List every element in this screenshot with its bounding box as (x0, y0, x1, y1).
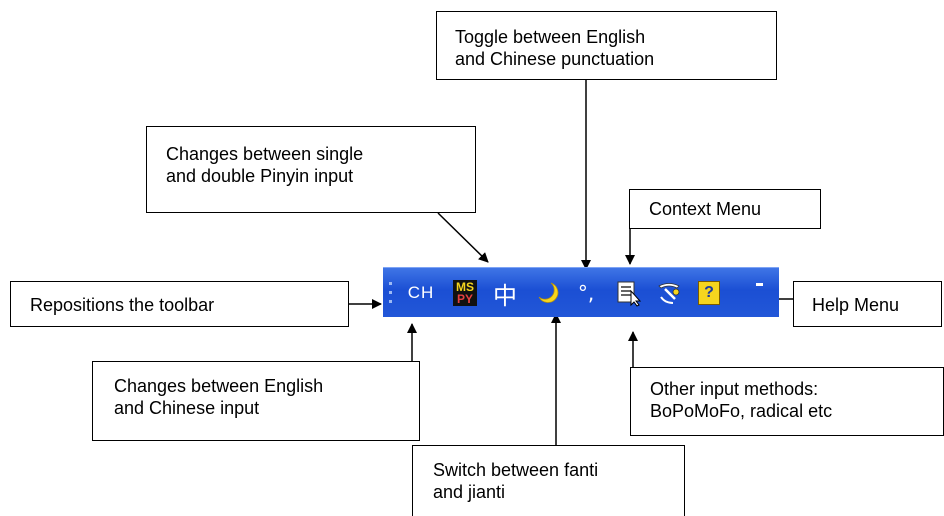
help-icon: ? (698, 281, 720, 305)
punctuation-button[interactable]: °, (571, 268, 601, 318)
context-menu-icon (617, 281, 642, 307)
callout-reposition: Repositions the toolbar (10, 281, 349, 327)
chinese-char-icon: 中 (493, 281, 517, 310)
input-methods-icon (658, 283, 680, 304)
callout-fanti-jianti: Switch between fanti and jianti (412, 445, 685, 516)
callout-punctuation: Toggle between English and Chinese punct… (436, 11, 777, 80)
chinese-mode-button[interactable]: 中 (489, 268, 521, 318)
ch-label: CH (407, 283, 435, 302)
ch-language-button[interactable]: CH (403, 268, 439, 318)
punctuation-icon: °, (577, 281, 595, 305)
grip-handle[interactable] (386, 268, 396, 318)
moon-icon (538, 282, 559, 303)
mspy-icon: MS PY (453, 280, 477, 306)
callout-pinyin: Changes between single and double Pinyin… (146, 126, 476, 213)
fanti-jianti-button[interactable] (533, 268, 563, 318)
help-menu-button[interactable]: ? (694, 268, 724, 318)
arrow-pinyin (437, 212, 489, 263)
callout-english-chinese: Changes between English and Chinese inpu… (92, 361, 420, 441)
input-methods-button[interactable] (653, 268, 685, 318)
minimize-icon (755, 283, 763, 286)
grip-icon (389, 282, 392, 303)
ime-toolbar: CH MS PY 中 °, ? (383, 267, 779, 317)
minimize-button[interactable] (749, 268, 769, 318)
callout-other-methods: Other input methods: BoPoMoFo, radical e… (630, 367, 944, 436)
context-menu-button[interactable] (615, 268, 645, 318)
callout-help-menu: Help Menu (793, 281, 942, 327)
callout-context-menu: Context Menu (629, 189, 821, 229)
mspy-button[interactable]: MS PY (450, 268, 480, 318)
